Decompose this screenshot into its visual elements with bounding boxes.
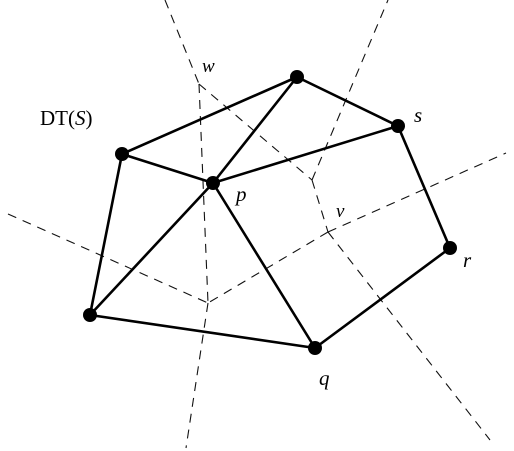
point-label-r: r: [463, 248, 472, 272]
delaunay-edge: [120, 75, 299, 156]
delaunay-edge: [88, 152, 124, 317]
point-label-p: p: [234, 182, 247, 206]
delaunay-edge: [88, 181, 215, 317]
site-q: [308, 341, 322, 355]
delaunay-edge: [88, 313, 317, 350]
site-r: [443, 241, 457, 255]
delaunay-edge: [211, 124, 400, 185]
voronoi-edge: [185, 302, 209, 449]
voronoi-edge: [207, 231, 329, 304]
voronoi-edge: [311, 0, 389, 181]
delaunay-edge: [211, 181, 317, 350]
voronoi-edge: [164, 0, 200, 85]
site-s: [391, 119, 405, 133]
delaunay-edge: [396, 124, 452, 250]
voronoi-edge: [7, 213, 209, 304]
point-sites: [83, 70, 457, 355]
delaunay-edge: [120, 152, 215, 185]
title-label: DT(S): [40, 106, 93, 130]
site-left: [115, 147, 129, 161]
site-p: [206, 176, 220, 190]
site-top: [290, 70, 304, 84]
voronoi-edges: [7, 0, 507, 449]
voronoi-edge: [327, 231, 491, 441]
point-label-q: q: [319, 366, 330, 390]
delaunay-edge: [313, 246, 452, 350]
delaunay-edges: [88, 75, 452, 350]
delaunay-edge: [295, 75, 400, 128]
vertex-label-w: w: [202, 56, 215, 77]
point-label-s: s: [414, 103, 422, 127]
site-bottom-left: [83, 308, 97, 322]
voronoi-edge: [311, 179, 329, 233]
voronoi-edge: [198, 83, 313, 181]
vertex-label-v: v: [336, 201, 345, 222]
voronoi-edge: [327, 152, 507, 233]
delaunay-edge: [211, 75, 299, 185]
